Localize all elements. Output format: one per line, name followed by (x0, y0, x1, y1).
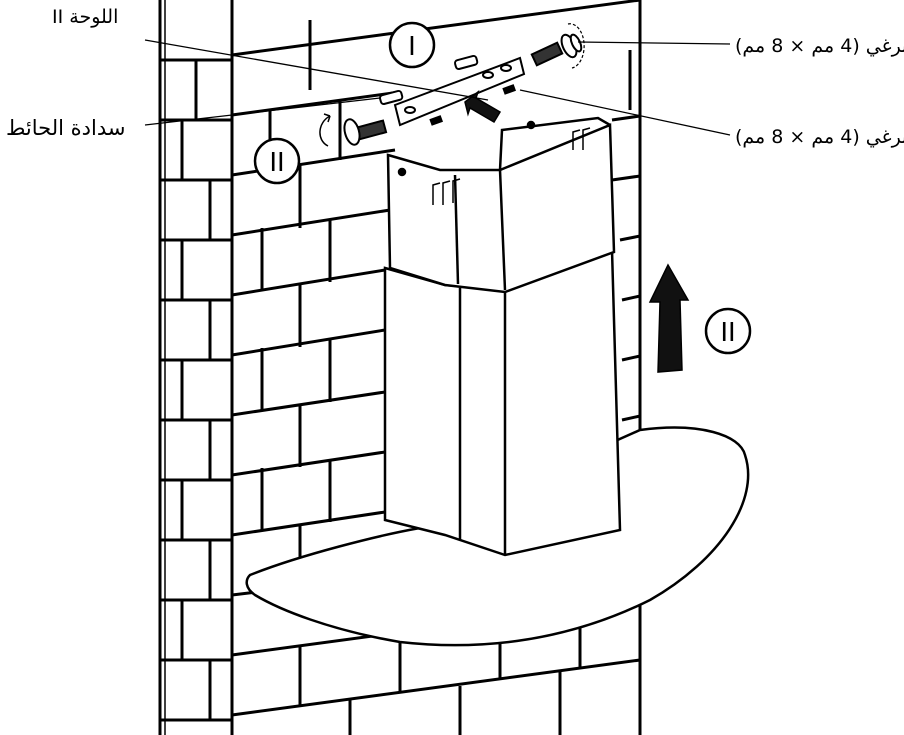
wall-plug-icon (379, 54, 479, 106)
small-screw-icon (429, 84, 517, 126)
wall-corner-courses (160, 58, 232, 722)
step-marker-2-left-text: II (269, 148, 284, 178)
up-arrow-icon (648, 263, 690, 373)
mounting-bracket (393, 56, 526, 127)
step-marker-1: I (388, 21, 436, 69)
step-marker-2-right: II (704, 307, 752, 355)
step-marker-2-left: II (253, 137, 301, 185)
screw-top-icon (530, 23, 585, 69)
push-arrow-icon (464, 89, 502, 124)
leader-lines (144, 39, 731, 136)
label-panel: اللوحة II (52, 6, 119, 28)
chimney-lower (383, 248, 622, 557)
label-screw-top: برغي (4 مم × 8 مم) (735, 35, 904, 57)
chimney-upper (386, 116, 616, 294)
label-wall-plug: سدادة الحائط (6, 116, 126, 140)
step-marker-2-right-text: II (720, 318, 735, 348)
step-marker-1-text: I (408, 32, 416, 62)
screw-left-icon (319, 113, 388, 147)
label-screw-bottom: برغي (4 مم × 8 مم) (735, 126, 904, 148)
